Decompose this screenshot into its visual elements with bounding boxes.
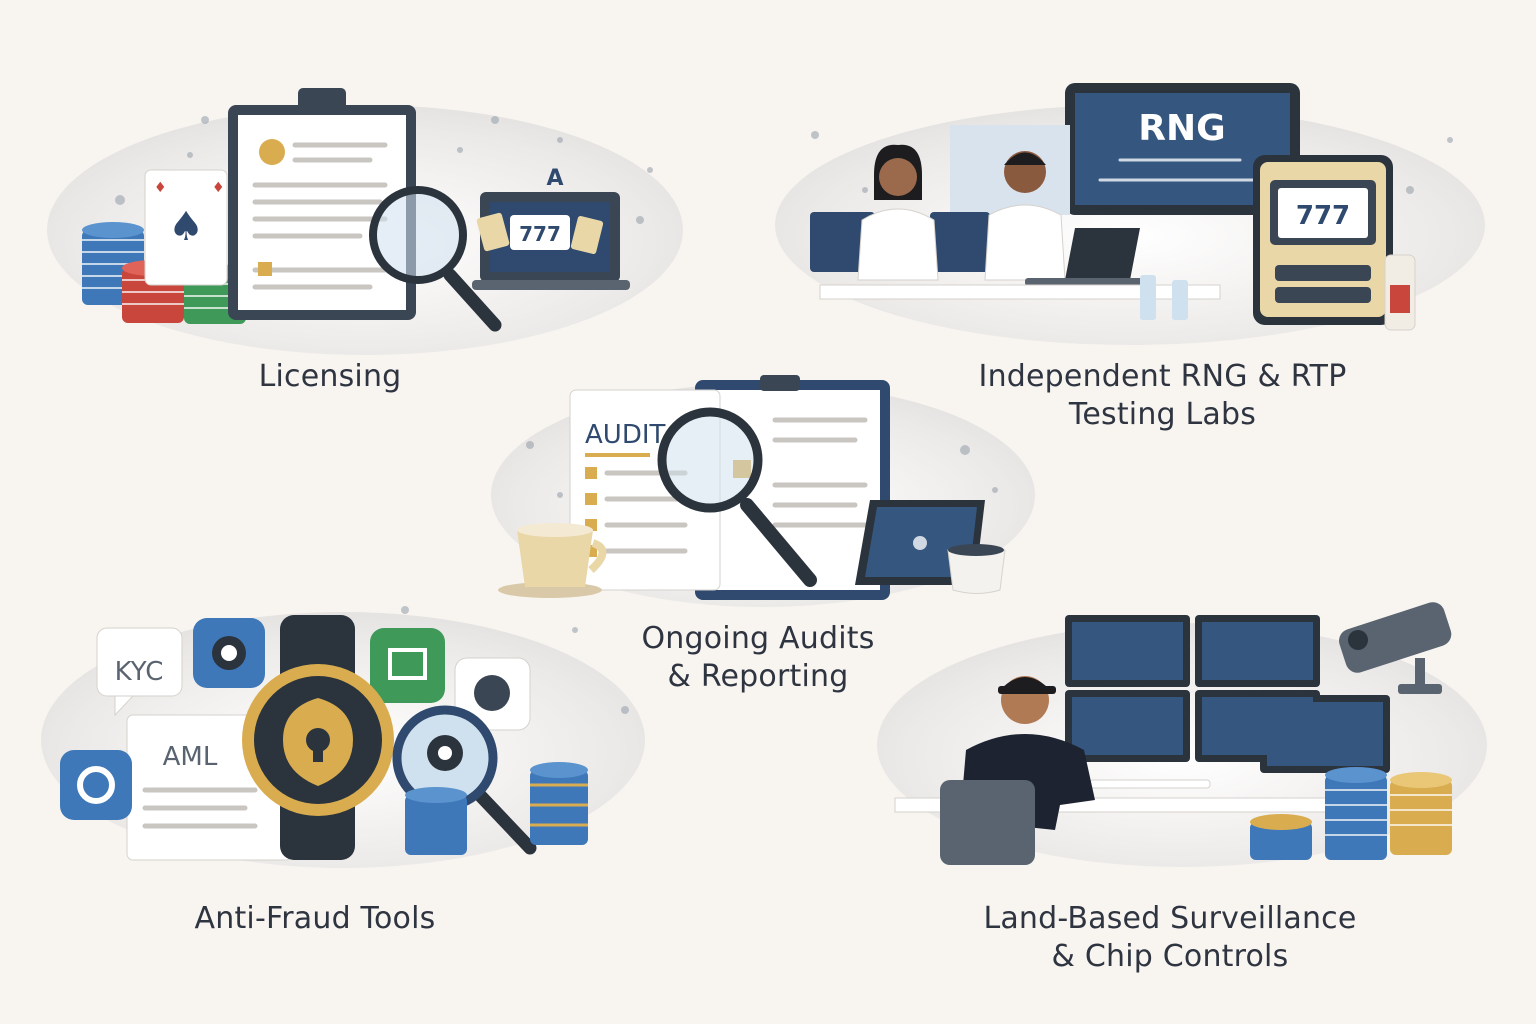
kyc-badge: KYC <box>96 627 183 717</box>
licensing-illustration: ♠ ♦ ♦ 777 <box>47 88 683 355</box>
caption-audits: Ongoing Audits & Reporting <box>558 620 958 696</box>
slot-machine-icon: 777 <box>1253 155 1393 325</box>
lab-bottle <box>1140 275 1156 320</box>
scientist-woman-icon <box>857 144 939 281</box>
svg-text:A: A <box>546 166 563 191</box>
caption-line: Anti-Fraud Tools <box>194 901 436 936</box>
user-network-icon <box>193 618 265 688</box>
lab-bottle <box>1172 280 1188 320</box>
svg-text:♠: ♠ <box>168 204 204 250</box>
magnifying-glass-icon <box>369 186 502 332</box>
anti-fraud-illustration: KYC AML <box>41 606 645 868</box>
padlock-shield-icon <box>242 615 394 860</box>
monitor-app-icon <box>370 628 445 703</box>
laptop-icon <box>1025 228 1145 286</box>
svg-text:AUDIT: AUDIT <box>585 420 666 450</box>
svg-text:777: 777 <box>519 222 561 246</box>
caption-line: Ongoing Audits <box>641 621 875 656</box>
slot-laptop-icon: 777 A <box>472 166 630 290</box>
mug-icon <box>947 544 1006 594</box>
keyboard <box>1089 779 1211 789</box>
caption-line: Land-Based Surveillance <box>983 901 1357 936</box>
security-camera-icon <box>1339 602 1452 694</box>
surveillance-illustration <box>877 602 1487 867</box>
caption-licensing: Licensing <box>130 358 530 396</box>
fingerprint-app-icon <box>454 657 531 731</box>
poker-chip-stack-small <box>1250 814 1312 860</box>
scientist-man-icon <box>984 151 1066 281</box>
rng-labs-illustration: RNG <box>775 83 1485 345</box>
caption-line: & Reporting <box>667 659 849 694</box>
caption-surveillance: Land-Based Surveillance & Chip Controls <box>900 900 1440 976</box>
desk-monitor <box>810 212 875 272</box>
svg-text:♦: ♦ <box>154 180 167 196</box>
caption-rng-labs: Independent RNG & RTP Testing Labs <box>900 358 1425 434</box>
coffee-cup-icon <box>498 523 607 598</box>
speckles <box>526 441 998 498</box>
caption-line: & Chip Controls <box>1051 939 1289 974</box>
desk-monitor <box>930 212 990 272</box>
location-magnifier-icon <box>392 705 537 855</box>
poker-chip-stack-blue-gold <box>530 762 588 845</box>
playing-card-icon: ♠ ♦ ♦ <box>144 169 228 286</box>
desk <box>819 284 1221 300</box>
shield-app-icon <box>60 750 132 820</box>
audits-illustration: AUDIT <box>491 375 1035 607</box>
poker-chip-stack-blue <box>405 787 467 855</box>
poker-chip-stack-blue <box>1325 767 1387 860</box>
office-chair-icon <box>940 780 1035 865</box>
caption-line: Testing Labs <box>1068 397 1257 432</box>
bottle-icon <box>1384 254 1416 331</box>
caption-anti-fraud: Anti-Fraud Tools <box>115 900 515 938</box>
caption-line: Independent RNG & RTP <box>978 359 1347 394</box>
poker-chip-stack-gold <box>1390 772 1452 855</box>
svg-text:AML: AML <box>163 742 218 772</box>
svg-text:♦: ♦ <box>212 180 225 196</box>
svg-text:RNG: RNG <box>1138 108 1225 149</box>
caption-line: Licensing <box>258 359 402 394</box>
svg-text:777: 777 <box>1296 201 1350 231</box>
svg-text:KYC: KYC <box>115 657 164 687</box>
magnifying-glass-icon <box>657 407 817 587</box>
